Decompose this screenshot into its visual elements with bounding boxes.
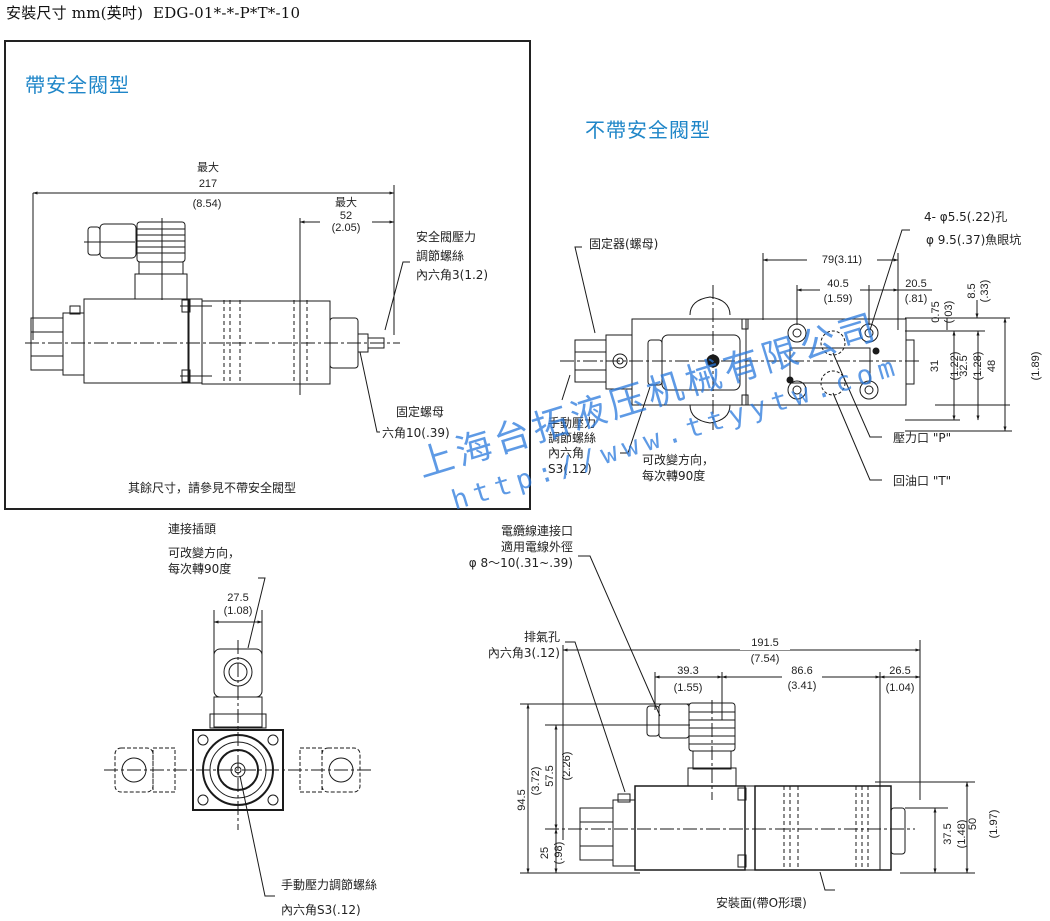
dim-27-5-mm: 27.5 bbox=[227, 592, 249, 604]
callout-lock-nut-1: 固定螺母 bbox=[396, 405, 445, 419]
dim-26-5-in: (1.04) bbox=[885, 682, 915, 694]
dim-50-in: (1.97) bbox=[988, 809, 1000, 839]
dim-right-mm: 52 bbox=[339, 210, 353, 222]
no-safety-valve-top-view bbox=[560, 229, 1012, 481]
page-header-title: 安裝尺寸 mm(英吋) EDG-01*-*-P*T*-10 bbox=[6, 4, 301, 22]
dim-overall-mm: 217 bbox=[198, 178, 218, 190]
dim-48-in: (1.89) bbox=[1030, 351, 1042, 381]
callout-cable-2: 適用電線外徑 bbox=[500, 540, 573, 554]
callout-manual-screw-2: 調節螺絲 bbox=[548, 431, 597, 445]
callout-connector-2: 可改變方向， bbox=[168, 546, 241, 560]
dim-8-5-in: (.33) bbox=[979, 279, 991, 303]
dim-57-5-in: (2.26) bbox=[561, 751, 573, 781]
callout-manual-screw-1: 手動壓力 bbox=[548, 416, 597, 430]
dim-overall-label: 最大 bbox=[197, 162, 219, 174]
callout-connector-3: 每次轉90度 bbox=[168, 562, 232, 576]
safety-valve-side-view bbox=[25, 185, 410, 433]
callout-safety-screw-1: 安全閥壓力 bbox=[416, 230, 477, 244]
dim-overall-in: (8.54) bbox=[192, 198, 222, 210]
dim-191-5-mm: 191.5 bbox=[740, 636, 790, 650]
dim-right-in: (2.05) bbox=[331, 222, 361, 234]
callout-fixer: 固定器(螺母) bbox=[589, 237, 659, 251]
dim-48-mm: 48 bbox=[986, 359, 998, 373]
dim-86-6-in: (3.41) bbox=[787, 680, 817, 692]
callout-safety-screw-2: 調節螺絲 bbox=[416, 249, 465, 263]
dim-27-5-in: (1.08) bbox=[223, 605, 253, 617]
callout-vent-1: 排氣孔 bbox=[523, 630, 560, 644]
callout-mount-face: 安裝面(帶O形環) bbox=[716, 896, 807, 910]
dim-25-mm: 25 bbox=[539, 846, 551, 860]
callout-vent-2: 內六角3(.12) bbox=[487, 646, 560, 660]
callout-port-t: 回油口 "T" bbox=[893, 474, 952, 488]
callout-manual-screw-4: S3(.12) bbox=[548, 462, 592, 476]
dim-0-75-in: (.03) bbox=[943, 300, 955, 324]
end-view bbox=[104, 577, 372, 897]
callout-manual-screw-3: 內六角 bbox=[548, 446, 585, 460]
dim-94-5-mm: 94.5 bbox=[516, 789, 528, 811]
no-safety-valve-side-view bbox=[520, 555, 975, 891]
dim-31-mm: 31 bbox=[929, 359, 941, 373]
dim-40-5-in: (1.59) bbox=[823, 293, 853, 305]
dim-50-mm: 50 bbox=[967, 817, 979, 831]
dim-40-5-mm: 40.5 bbox=[827, 278, 849, 290]
callout-lock-nut-2: 六角10(.39) bbox=[382, 426, 450, 440]
callout-end-manual-screw-2: 內六角S3(.12) bbox=[281, 903, 361, 917]
dim-0-75-mm: 0.75 bbox=[930, 301, 942, 323]
callout-rotate-1: 可改變方向， bbox=[642, 453, 715, 467]
dim-26-5-mm: 26.5 bbox=[889, 665, 911, 677]
dim-20-5-in: (.81) bbox=[904, 293, 928, 305]
callout-safety-screw-3: 內六角3(1.2) bbox=[416, 268, 489, 282]
safety-valve-note: 其餘尺寸，請參見不帶安全閥型 bbox=[128, 481, 297, 495]
dim-right-label: 最大 bbox=[335, 197, 357, 209]
no-safety-valve-title: 不帶安全閥型 bbox=[585, 118, 711, 142]
dim-191-5-in: (7.54) bbox=[750, 653, 780, 665]
callout-end-manual-screw-1: 手動壓力調節螺絲 bbox=[281, 878, 378, 892]
with-safety-valve-title: 帶安全閥型 bbox=[25, 73, 130, 97]
dim-37-5-mm: 37.5 bbox=[942, 823, 954, 845]
callout-cable-1: 電纜線連接口 bbox=[500, 524, 573, 538]
dim-79: 79(3.11) bbox=[807, 253, 877, 267]
dim-32-5-mm: 32.5 bbox=[958, 355, 970, 377]
callout-cable-3: φ 8～10(.31~.39) bbox=[468, 556, 573, 570]
with-safety-valve-frame bbox=[4, 40, 531, 510]
dim-39-3-in: (1.55) bbox=[673, 682, 703, 694]
dim-94-5-in: (3.72) bbox=[530, 766, 542, 796]
dim-32-5-in: (1.28) bbox=[972, 351, 984, 381]
callout-holes-2: φ 9.5(.37)魚眼坑 bbox=[926, 233, 1022, 247]
callout-rotate-2: 每次轉90度 bbox=[642, 469, 706, 483]
callout-connector-1: 連接插頭 bbox=[168, 522, 217, 536]
dim-20-5-mm: 20.5 bbox=[905, 278, 927, 290]
dim-25-in: (.98) bbox=[553, 841, 565, 865]
dim-57-5-mm: 57.5 bbox=[544, 765, 556, 787]
callout-holes-1: 4- φ5.5(.22)孔 bbox=[924, 210, 1008, 224]
dim-39-3-mm: 39.3 bbox=[677, 665, 699, 677]
callout-port-p: 壓力口 "P" bbox=[893, 431, 952, 445]
dim-8-5-mm: 8.5 bbox=[966, 283, 978, 299]
dim-86-6-mm: 86.6 bbox=[782, 664, 822, 678]
